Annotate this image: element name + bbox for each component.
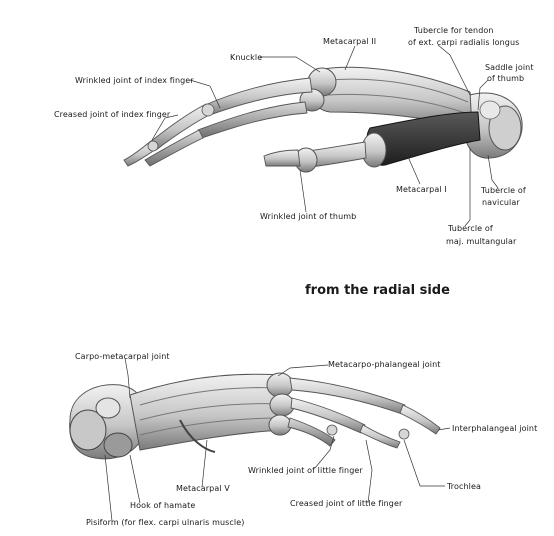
label-tubercle-navicular-line-1: Tubercle of	[481, 186, 526, 195]
bottom-hand-illustration	[69, 372, 441, 460]
label-carpo-metacarpal-joint: Carpo-metacarpal joint	[75, 352, 170, 361]
view-heading: from the radial side	[305, 283, 450, 298]
label-tubercle-tendon-line-1: Tubercle for tendon	[414, 26, 494, 35]
label-tubercle-navicular-line-2: navicular	[482, 198, 520, 207]
label-tubercle-multangular-line-1: Tubercle of	[448, 224, 493, 233]
label-creased-joint-little: Creased joint of little finger	[290, 499, 403, 508]
label-saddle-joint-line-1: Saddle joint	[485, 63, 534, 72]
label-creased-joint-index: Creased joint of index finger	[54, 110, 171, 119]
label-wrinkled-joint-little: Wrinkled joint of little finger	[248, 466, 363, 475]
label-wrinkled-joint-index: Wrinkled joint of index finger	[75, 76, 194, 85]
label-saddle-joint-line-2: of thumb	[487, 74, 525, 83]
label-knuckle: Knuckle	[230, 53, 263, 62]
bottom-metacarpals	[129, 373, 286, 451]
leader-lines	[104, 44, 499, 522]
label-metacarpo-phalangeal-joint: Metacarpo-phalangeal joint	[328, 360, 441, 369]
label-trochlea: Trochlea	[447, 482, 482, 491]
top-hand-illustration	[123, 66, 523, 173]
label-hook-of-hamate: Hook of hamate	[130, 501, 196, 510]
label-metacarpal-v: Metacarpal V	[176, 484, 230, 493]
label-metacarpal-ii: Metacarpal II	[323, 37, 377, 46]
label-interphalangeal-joint: Interphalangeal joint	[452, 424, 538, 433]
label-pisiform: Pisiform (for flex. carpi ulnaris muscle…	[86, 518, 245, 527]
label-tubercle-tendon-line-2: of ext. carpi radialis longus	[408, 38, 520, 47]
label-metacarpal-i: Metacarpal I	[396, 185, 447, 194]
label-tubercle-multangular-line-2: maj. multangular	[446, 237, 517, 246]
label-wrinkled-joint-thumb: Wrinkled joint of thumb	[260, 212, 357, 221]
